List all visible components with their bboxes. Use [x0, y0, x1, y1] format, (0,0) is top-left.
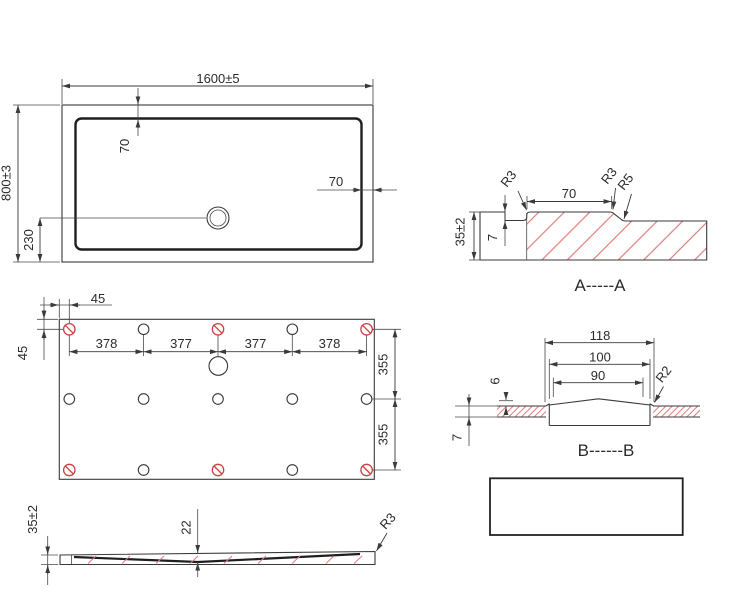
side-view: 35±2 22 R3 [25, 505, 399, 585]
dim-edge-left-45: 45 [15, 297, 63, 360]
marked-hole [62, 322, 76, 336]
label-aa-r3-left: R3 [497, 168, 519, 190]
dim-label-bb-118: 118 [590, 328, 611, 343]
marked-hole [62, 463, 76, 477]
foot-hole [137, 323, 150, 336]
dim-aa-height: 35±2 [453, 211, 480, 261]
section-aa-outline [479, 211, 708, 261]
bb-band-left-hatch [497, 406, 546, 417]
section-bb: 118 100 90 R2 6 [450, 328, 700, 460]
foot-hole [137, 464, 150, 476]
label-side-r3: R3 [377, 510, 399, 532]
dim-label-bb-100: 100 [589, 350, 611, 365]
dim-label-col-4: 378 [319, 336, 341, 351]
side-outline [59, 550, 376, 566]
top-view: 1600±5 800±3 230 70 70 [0, 71, 397, 263]
foot-hole [63, 393, 76, 405]
dim-label-row-1: 355 [376, 354, 391, 376]
dim-label-edge-left: 45 [15, 346, 30, 360]
dim-bb-118: 118 [544, 328, 655, 402]
dim-edge-top-45: 45 [40, 291, 112, 323]
dim-side-height: 35±2 [25, 505, 58, 585]
side-hatch-ticks [87, 555, 363, 564]
drain-circle-outer [206, 206, 230, 230]
dim-label-aa-groove: 7 [485, 234, 500, 241]
dim-aa-ledge: 70 [526, 186, 613, 209]
drain-circle-inner [209, 209, 227, 227]
label-bb-r2: R2 [652, 363, 674, 385]
dim-rim-top-70: 70 [117, 88, 141, 153]
dim-label-edge-top: 45 [91, 291, 105, 306]
dim-label-side-height: 35±2 [25, 505, 40, 534]
dim-width-1600: 1600±5 [61, 71, 374, 104]
foot-hole [286, 323, 299, 336]
bb-dome-line [549, 398, 651, 406]
dim-chain-columns: 378 377 377 378 [68, 335, 368, 356]
marked-holes [62, 322, 373, 477]
bb-drain-pocket [548, 398, 651, 427]
dim-label-bb-6: 6 [488, 377, 503, 384]
marked-hole [360, 322, 373, 336]
foot-hole [137, 393, 150, 405]
feet-holes [63, 323, 373, 476]
title-block-rect [489, 477, 684, 536]
dim-label-rim-right: 70 [329, 174, 343, 189]
dim-rim-right-70: 70 [317, 174, 397, 193]
leader-aa-r5-step: R5 [614, 171, 636, 220]
leader-aa-r3-left: R3 [497, 168, 527, 211]
foot-hole [286, 464, 299, 476]
dim-label-col-3: 377 [245, 336, 267, 351]
dim-bb-90: 90 [552, 368, 644, 397]
marked-hole [211, 322, 225, 336]
dim-bb-6: 6 [488, 377, 513, 416]
dim-bb-100: 100 [548, 350, 651, 399]
tray-outer-rect [61, 104, 374, 263]
leader-aa-r3-step: R3 [598, 165, 620, 210]
dim-label-rim-top: 70 [117, 139, 132, 153]
dim-bb-7: 7 [450, 394, 497, 446]
title-block [489, 477, 684, 536]
dim-label-aa-height: 35±2 [453, 218, 468, 247]
section-aa-hatch [526, 212, 707, 260]
side-floor-line [73, 552, 361, 564]
dim-label-width: 1600±5 [196, 71, 239, 86]
dim-label-row-2: 355 [376, 424, 391, 446]
dim-label-aa-ledge: 70 [562, 186, 576, 201]
dim-label-bb-7: 7 [450, 434, 465, 441]
dim-drain-offset-230: 230 [21, 218, 43, 262]
section-bb-caption: B------B [578, 441, 635, 460]
bb-band-right-hatch [653, 406, 700, 417]
dim-label-bb-90: 90 [591, 368, 605, 383]
leader-bb-r2: R2 [652, 363, 674, 403]
bottom-view: 45 45 378 377 377 378 [15, 291, 401, 480]
dim-height-800: 800±3 [0, 104, 60, 263]
marked-hole [211, 463, 225, 477]
foot-hole [212, 393, 224, 405]
dim-label-height: 800±3 [0, 165, 14, 201]
marked-hole [360, 463, 373, 477]
foot-hole [286, 393, 299, 405]
dim-label-drain-offset: 230 [21, 229, 36, 251]
dim-aa-groove: 7 [485, 195, 508, 246]
dim-label-side-depth: 22 [179, 520, 194, 534]
section-aa: 35±2 7 70 R3 R3 R5 A-----A [453, 165, 708, 295]
leader-side-r3: R3 [376, 510, 399, 552]
dim-label-col-2: 377 [170, 336, 192, 351]
dim-chain-rows: 355 355 [372, 328, 401, 471]
bottom-drain-circle [208, 356, 229, 376]
dim-label-col-1: 378 [96, 336, 118, 351]
foot-hole [360, 393, 373, 405]
section-aa-caption: A-----A [575, 276, 627, 295]
dim-side-depth: 22 [179, 509, 201, 577]
tray-inner-rect [74, 117, 363, 251]
